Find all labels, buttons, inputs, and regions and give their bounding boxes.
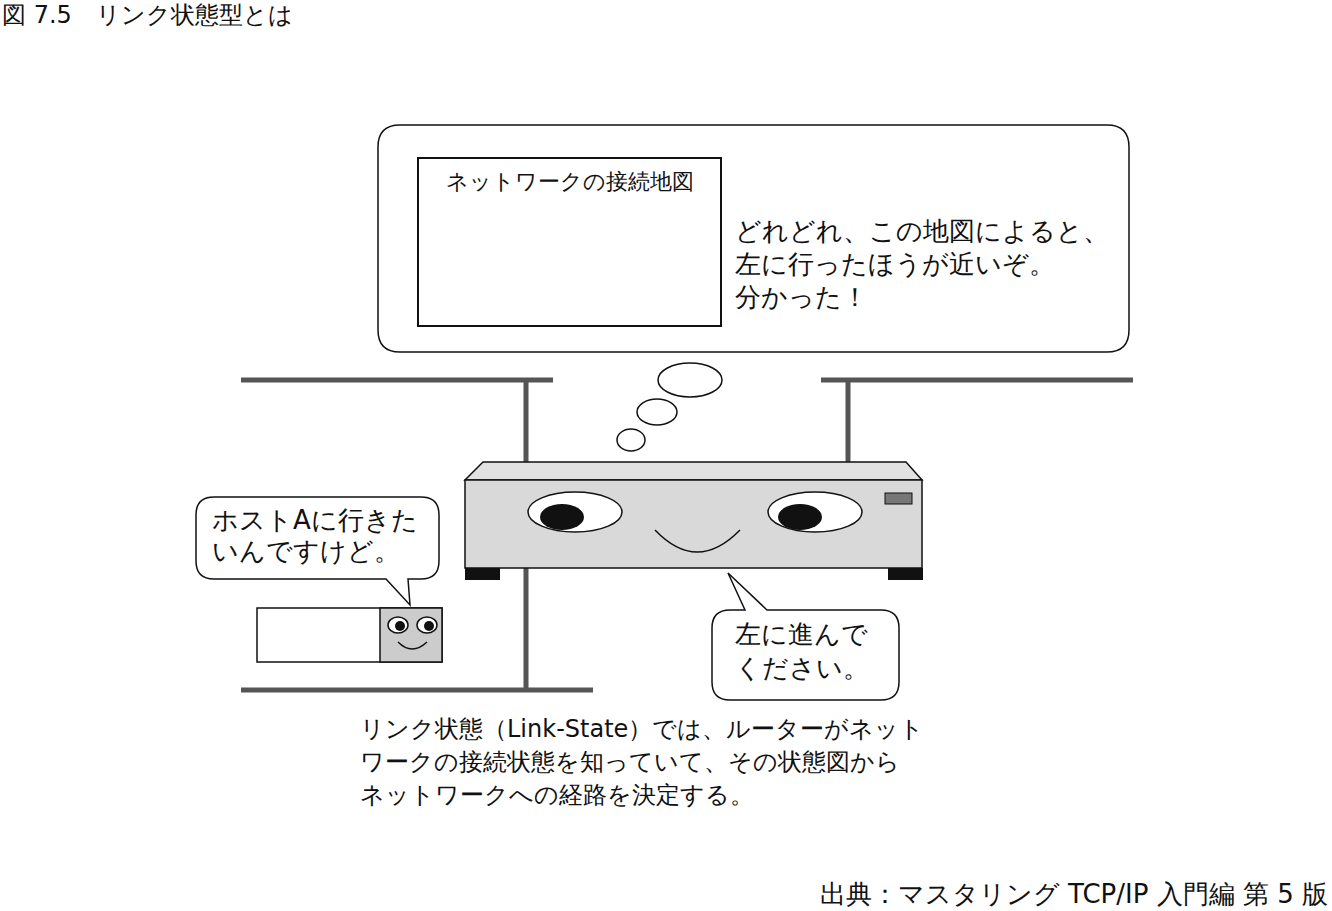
router-figure bbox=[465, 462, 923, 580]
caption-text: リンク状態（Link-State）では、ルーターがネット ワークの接続状態を知っ… bbox=[360, 713, 1000, 812]
thought-text: どれどれ、この地図によると、 左に行ったほうが近いぞ。 分かった！ bbox=[735, 215, 1129, 314]
thought-bubble-path bbox=[378, 125, 1129, 352]
speech-bubble: ホストAに行きた いんですけど。 bbox=[196, 497, 439, 579]
host-figure bbox=[257, 608, 442, 662]
speech-text: ホストAに行きた いんですけど。 bbox=[212, 505, 427, 567]
source-note: 出典：マスタリング TCP/IP 入門編 第 5 版 bbox=[820, 878, 1328, 910]
thought-puffs bbox=[617, 363, 722, 451]
thought-bubble: どれどれ、この地図によると、 左に行ったほうが近いぞ。 分かった！ ネットワークの… bbox=[378, 125, 1129, 352]
speech-bubble: 左に進んで ください。 bbox=[712, 610, 899, 700]
figure-title: 図 7.5 リンク状態型とは bbox=[2, 0, 293, 30]
speech-bubble-path bbox=[196, 497, 439, 605]
speech-text: 左に進んで ください。 bbox=[735, 617, 885, 685]
speech-bubble-path bbox=[712, 573, 899, 700]
map-box: ネットワークの接続地図 bbox=[417, 157, 722, 327]
map-heading: ネットワークの接続地図 bbox=[446, 169, 694, 195]
